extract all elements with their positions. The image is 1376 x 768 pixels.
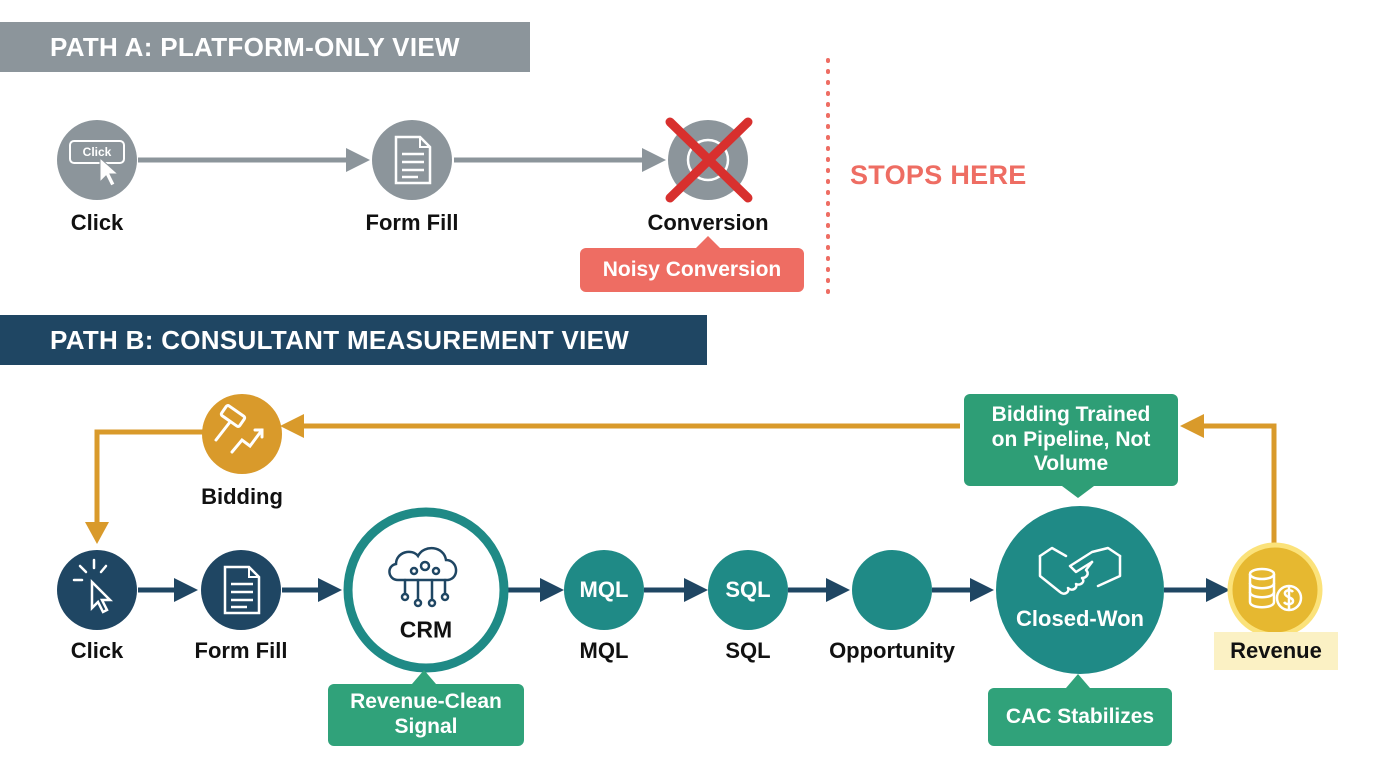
document-icon [223, 565, 261, 615]
closed-won-node [996, 506, 1164, 674]
path-a-click-node [57, 120, 137, 200]
path-a-form-label: Form Fill [365, 210, 459, 235]
mql-node-text: MQL [579, 577, 629, 602]
cloud-network-icon [388, 547, 458, 608]
handshake-icon [1038, 546, 1122, 595]
bidding-trained-badge: Bidding Trained on Pipeline, Not Volume [964, 394, 1178, 486]
path-b-form-node [201, 550, 281, 630]
crm-label: CRM [399, 616, 453, 643]
sql-label: SQL [725, 638, 771, 663]
revclean-pill-pointer [412, 670, 436, 684]
path-b-click-node [57, 550, 137, 630]
sql-node [708, 550, 788, 630]
path-a-banner: PATH A: PLATFORM-ONLY VIEW [0, 22, 530, 72]
path-b-title: PATH B: CONSULTANT MEASUREMENT VIEW [50, 325, 630, 355]
mql-label: MQL [579, 638, 629, 663]
cursor-icon [99, 156, 120, 187]
opportunity-label: Opportunity [829, 638, 955, 663]
feedback-loop [94, 423, 1277, 588]
path-a-connectors [138, 148, 666, 172]
red-x-icon [665, 117, 753, 203]
path-b-form-label: Form Fill [194, 638, 288, 663]
path-a-conversion-label: Conversion [647, 210, 769, 235]
stops-here-label: STOPS HERE [850, 160, 1027, 190]
crm-node [343, 507, 509, 673]
revenue-clean-badge: Revenue-Clean Signal [328, 684, 524, 746]
path-b-connectors [138, 578, 1230, 602]
revenue-node [1227, 542, 1323, 638]
bidding-label: Bidding [201, 484, 283, 509]
path-b-click-label: Click [70, 638, 124, 663]
target-icon [686, 138, 730, 182]
coins-dollar-icon [1248, 567, 1303, 612]
noisy-conversion-badge: Noisy Conversion [580, 248, 804, 292]
bidding-node [202, 394, 282, 474]
cursor-click-icon [72, 558, 114, 614]
cac-stabilizes-badge: CAC Stabilizes [988, 688, 1172, 746]
sql-node-text: SQL [725, 577, 771, 602]
document-icon [394, 135, 432, 185]
cac-pill-pointer [1066, 674, 1090, 688]
closed-won-label: Closed-Won [1016, 606, 1144, 631]
path-a-form-node [372, 120, 452, 200]
trained-pill-pointer [1062, 486, 1094, 498]
noisy-pill-pointer [696, 236, 720, 248]
path-a-conversion-node [665, 117, 753, 203]
path-a-title: PATH A: PLATFORM-ONLY VIEW [50, 32, 460, 62]
opportunity-node [852, 550, 932, 630]
gavel-icon [214, 404, 264, 454]
revenue-label: Revenue [1214, 632, 1338, 670]
mql-node [564, 550, 644, 630]
path-a-click-label: Click [70, 210, 124, 235]
path-b-banner: PATH B: CONSULTANT MEASUREMENT VIEW [0, 315, 707, 365]
click-icon-text: Click [82, 145, 112, 159]
